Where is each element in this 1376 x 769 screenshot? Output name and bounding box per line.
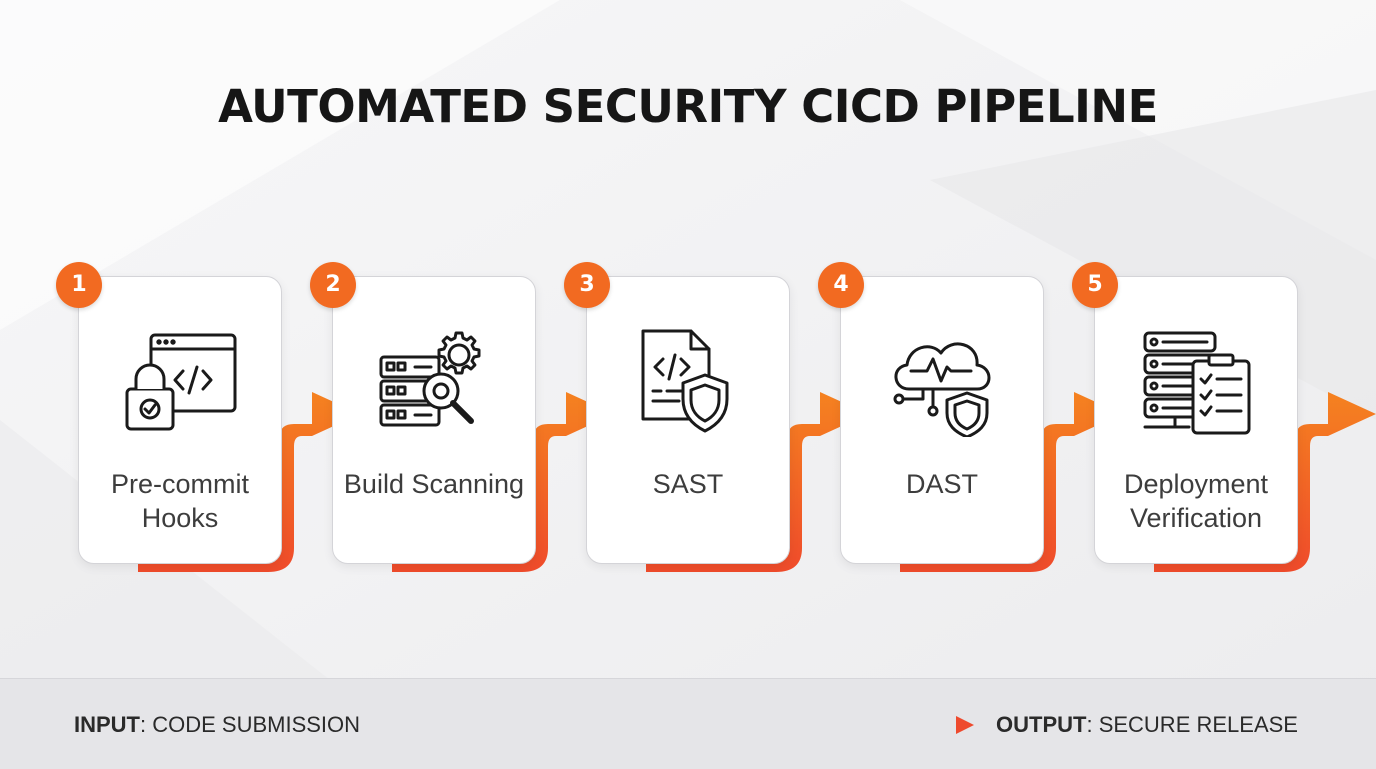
step-label-4: DAST	[905, 469, 978, 499]
output-colon: :	[1086, 712, 1099, 737]
step-label-5: Deployment Verification	[1123, 469, 1269, 533]
flow-arrow-5	[1154, 392, 1376, 572]
input-colon: :	[140, 712, 153, 737]
step-number-badge-5: 5	[1072, 262, 1118, 308]
cloud-heartbeat-shield-icon	[893, 342, 991, 437]
step-card-3[interactable]: SAST	[586, 276, 790, 564]
input-output-arrow	[394, 716, 974, 734]
output-label: OUTPUT: SECURE RELEASE	[996, 712, 1298, 738]
step-card-4[interactable]: DAST	[840, 276, 1044, 564]
step-card-1[interactable]: Pre-commit Hooks	[78, 276, 282, 564]
input-value: CODE SUBMISSION	[152, 712, 361, 737]
server-checklist-icon	[1143, 331, 1251, 435]
code-lock-icon	[125, 333, 237, 431]
input-key: INPUT	[74, 712, 140, 737]
code-file-shield-icon	[641, 329, 729, 433]
step-label-1: Pre-commit Hooks	[110, 469, 249, 533]
step-number-badge-2: 2	[310, 262, 356, 308]
step-number-badge-3: 3	[564, 262, 610, 308]
step-card-5[interactable]: Deployment Verification	[1094, 276, 1298, 564]
page-title: AUTOMATED SECURITY CICD PIPELINE	[218, 80, 1158, 133]
server-gear-search-icon	[379, 331, 481, 427]
step-number-badge-4: 4	[818, 262, 864, 308]
input-label: INPUT: CODE SUBMISSION	[74, 712, 360, 738]
step-number-badge-1: 1	[56, 262, 102, 308]
step-label-3: SAST	[652, 469, 724, 499]
output-key: OUTPUT	[996, 712, 1087, 737]
step-label-2: Build Scanning	[343, 469, 525, 499]
output-value: SECURE RELEASE	[1098, 712, 1298, 737]
step-card-2[interactable]: Build Scanning	[332, 276, 536, 564]
